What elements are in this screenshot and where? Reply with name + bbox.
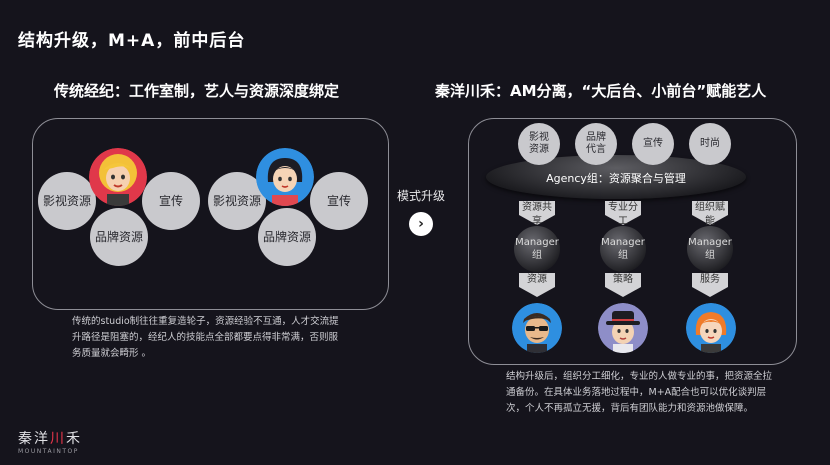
manager-line2: 组	[532, 250, 542, 261]
arrow-service: 服务	[692, 273, 728, 297]
manager-line1: Manager	[688, 237, 732, 248]
logo-text-3: 禾	[66, 431, 82, 447]
right-subtitle: 秦洋川禾：AM分离，“大后台、小前台”赋能艺人	[435, 82, 767, 100]
publicity-circle-2: 宣传	[310, 172, 368, 230]
publicity-label: 宣传	[158, 194, 183, 208]
arrow-professional-division: 专业分工	[605, 201, 641, 227]
agency-label: Agency组：资源聚合与管理	[546, 172, 686, 185]
logo-text-1: 秦洋	[18, 431, 50, 447]
traditional-model-description: 传统的studio制往往重复造轮子，资源经验不互通，人才交流提升路径是阻塞的，经…	[72, 316, 339, 359]
resource-line1: 影视	[529, 132, 549, 143]
resource-circle-film: 影视资源	[518, 123, 560, 165]
manager-group-2: Manager 组	[600, 226, 646, 272]
resource-line2: 代言	[586, 144, 606, 155]
page-title: 结构升级，M+A，前中后台	[18, 31, 246, 51]
artist-avatar-blonde	[89, 148, 147, 206]
next-button[interactable]: ›	[409, 212, 433, 236]
resource-circle-publicity: 宣传	[632, 123, 674, 165]
manager-group-1: Manager 组	[514, 226, 560, 272]
brand-resource-label: 品牌资源	[94, 230, 143, 244]
arrow-resource-sharing: 资源共享	[519, 201, 555, 227]
artist-avatar-dark-hair	[256, 148, 314, 206]
resource-circle-brand: 品牌代言	[575, 123, 617, 165]
resource-line1: 宣传	[643, 138, 663, 149]
resource-circle-fashion: 时尚	[689, 123, 731, 165]
arrow-label: 服务	[692, 273, 728, 287]
manager-line2: 组	[705, 250, 715, 261]
publicity-label: 宣传	[326, 194, 351, 208]
logo-english: MOUNTAINTOP	[18, 448, 79, 455]
left-subtitle: 传统经纪：工作室制，艺人与资源深度绑定	[54, 82, 340, 100]
manager-line2: 组	[618, 250, 628, 261]
resource-line2: 资源	[529, 144, 549, 155]
brand-resource-circle-1: 品牌资源	[90, 208, 148, 266]
artist-avatar-hat	[598, 303, 648, 353]
film-resource-circle-1: 影视资源	[38, 172, 96, 230]
brand-resource-label: 品牌资源	[262, 230, 311, 244]
am-model-description: 结构升级后，组织分工细化，专业的人做专业的事，把资源全拉通备份。在具体业务落地过…	[506, 371, 773, 414]
logo-text-2: 川	[50, 431, 66, 447]
mode-upgrade-label: 模式升级	[397, 189, 446, 203]
arrow-org-empowerment: 组织赋能	[692, 201, 728, 227]
film-resource-label: 影视资源	[42, 194, 91, 208]
brand-resource-circle-2: 品牌资源	[258, 208, 316, 266]
arrow-resources: 资源	[519, 273, 555, 297]
film-resource-label: 影视资源	[212, 194, 261, 208]
manager-line1: Manager	[515, 237, 559, 248]
manager-group-3: Manager 组	[687, 226, 733, 272]
artist-avatar-sunglasses	[512, 303, 562, 353]
arrow-label: 策略	[605, 273, 641, 287]
resource-line1: 品牌	[586, 132, 606, 143]
arrow-label: 资源共享	[519, 201, 555, 227]
resource-line1: 时尚	[700, 138, 720, 149]
traditional-model-panel	[32, 118, 389, 310]
film-resource-circle-2: 影视资源	[208, 172, 266, 230]
artist-avatar-orange-hair	[686, 303, 736, 353]
chevron-right-icon: ›	[418, 216, 424, 232]
arrow-strategy: 策略	[605, 273, 641, 297]
logo-chinese: 秦洋川禾	[18, 428, 82, 448]
arrow-label: 组织赋能	[692, 201, 728, 227]
publicity-circle-1: 宣传	[142, 172, 200, 230]
arrow-label: 专业分工	[605, 201, 641, 227]
arrow-label: 资源	[519, 273, 555, 287]
am-model-panel	[468, 118, 797, 365]
manager-line1: Manager	[601, 237, 645, 248]
company-logo: 秦洋川禾 MOUNTAINTOP	[18, 428, 82, 455]
